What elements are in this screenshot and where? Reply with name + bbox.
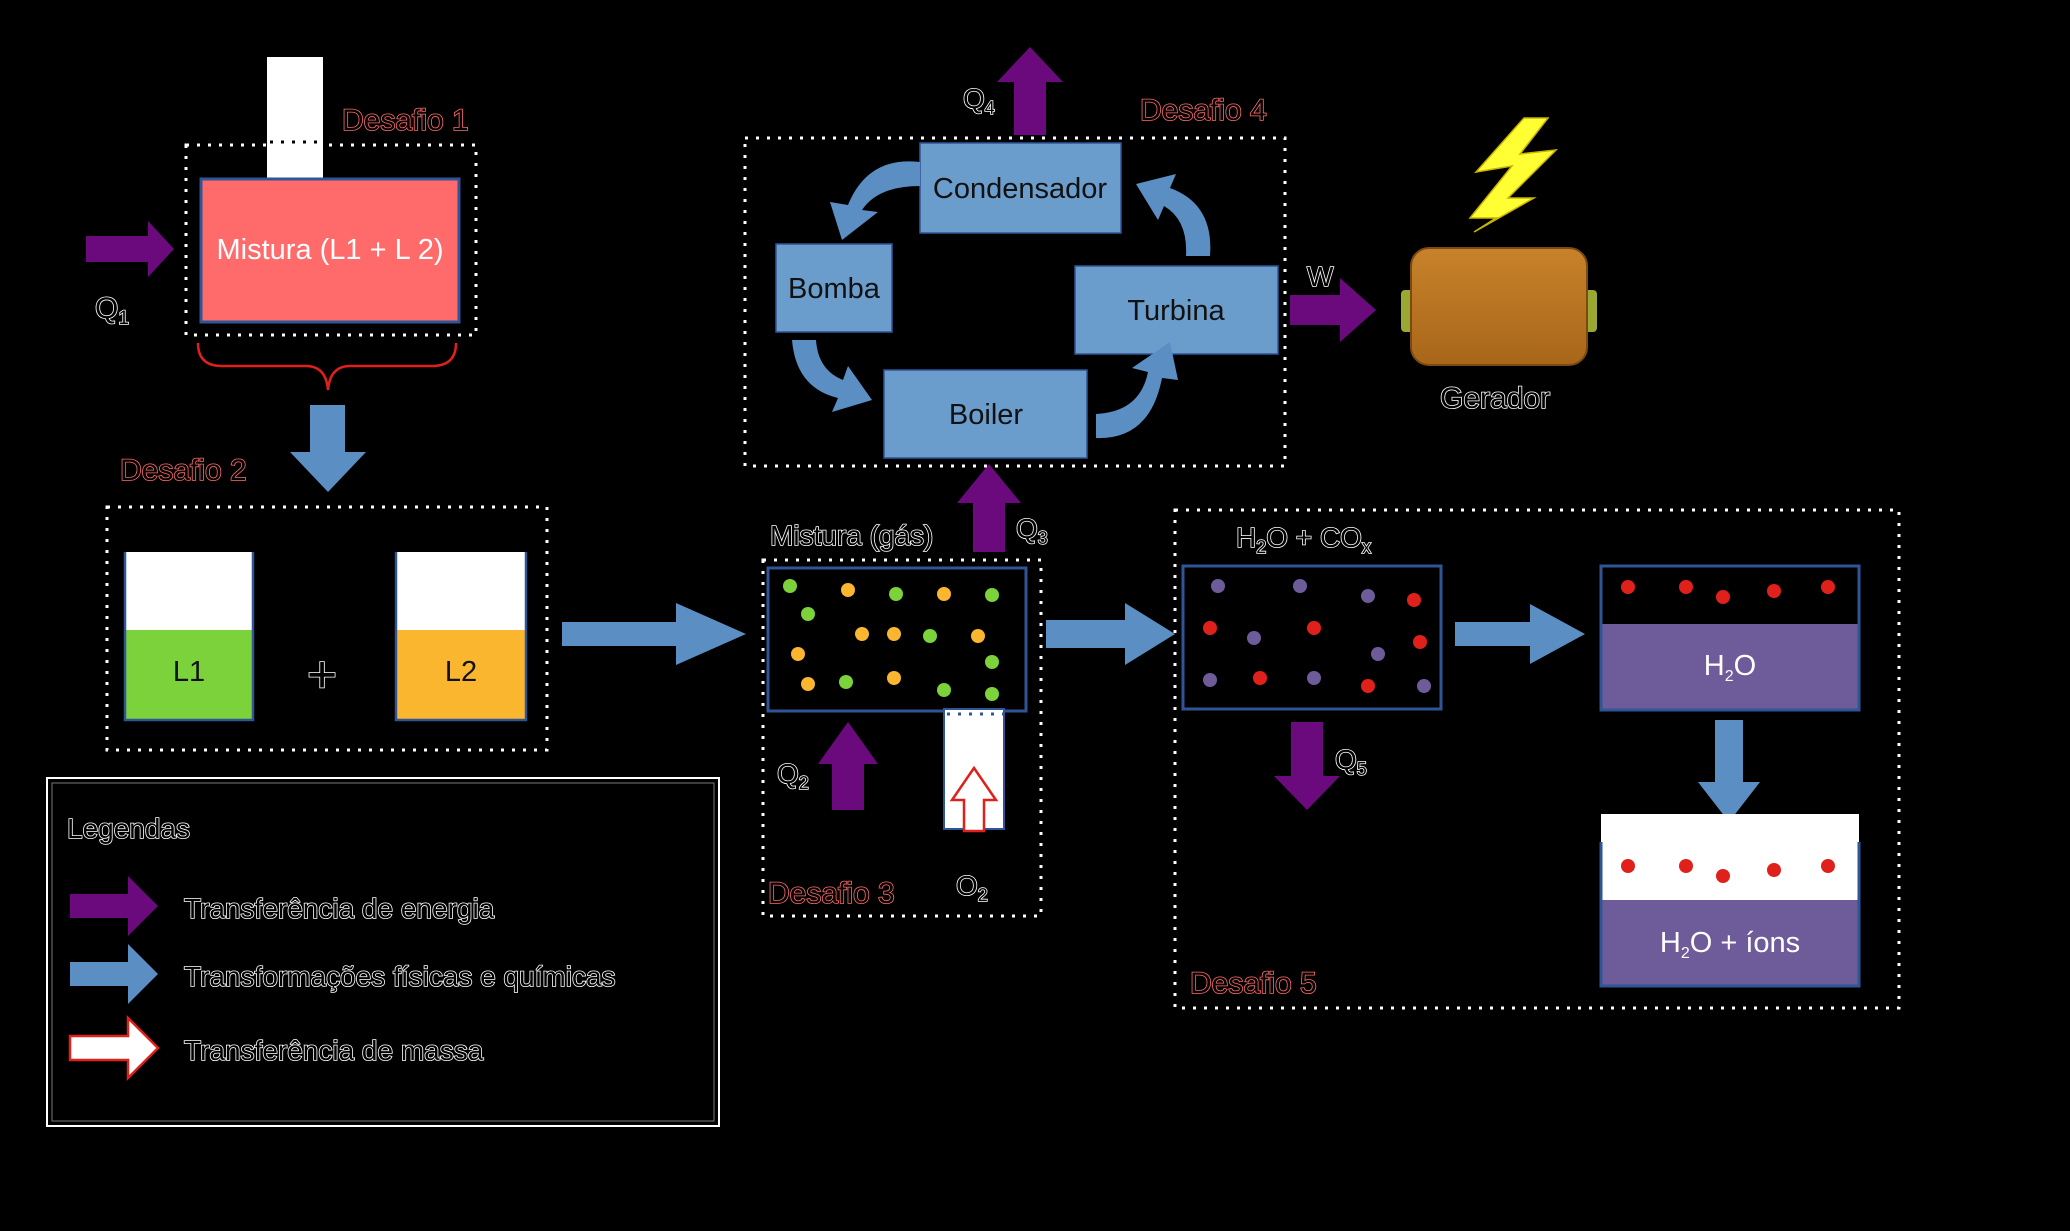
desafio-4-frame: [743, 136, 1287, 468]
desafio-5-group: H2O + COx Q5: [1173, 508, 1901, 1010]
q5-label: Q5: [1335, 744, 1367, 779]
condensador-label: Condensador: [933, 173, 1107, 205]
transform-arrow-down-1: [290, 405, 366, 492]
legend-energy-label: Transferência de energia: [184, 893, 495, 924]
l2-beaker-outline: [394, 552, 528, 722]
mixture-box: [199, 177, 461, 324]
desafio-1-group: Desafio 1 Mistura (L1 + L 2) Q1: [86, 57, 478, 492]
l1-beaker-empty: [125, 552, 253, 630]
products-chamber: [1181, 564, 1443, 711]
gerador-label: Gerador: [1440, 382, 1550, 415]
ion-particles: [1621, 859, 1835, 883]
generator-body: [1410, 247, 1588, 366]
q2-energy-arrow: [818, 722, 878, 810]
product-particles: [1203, 579, 1431, 693]
o2-label: O2: [956, 870, 988, 905]
turbina-label: Turbina: [1127, 295, 1225, 327]
l2-beaker-empty: [396, 552, 526, 630]
bomba-box: [775, 243, 893, 333]
w-energy-arrow: [1290, 278, 1376, 342]
gas-mixture-label: Mistura (gás): [770, 520, 933, 551]
desafio-2-group: Desafio 2 L1 + L2: [105, 453, 746, 752]
ions-beaker-top: [1601, 814, 1859, 900]
desafio-2-frame: [105, 505, 549, 752]
ions-beaker-outline: [1599, 842, 1861, 988]
q4-label: Q4: [963, 83, 995, 118]
legend-energy-arrow: [70, 876, 158, 936]
piston-tube: [267, 57, 323, 181]
transform-arrow-right-3: [1455, 604, 1585, 664]
l2-label: L2: [445, 656, 477, 688]
plus-sign: +: [307, 646, 337, 704]
o2-mass-arrow: [949, 765, 999, 833]
desafio-4-label: Desafio 4: [1140, 94, 1267, 127]
transform-arrow-right-1: [562, 603, 746, 665]
cycle-arrow-turbina-to-condensador: [1136, 174, 1211, 256]
l1-beaker-outline: [123, 552, 255, 722]
legend-frame: [46, 777, 720, 1127]
desafio-5-frame: [1173, 508, 1901, 1010]
l1-label: L1: [173, 656, 205, 688]
gas-particles: [783, 579, 999, 701]
legend-transform-label: Transformações físicas e químicas: [184, 961, 616, 992]
water-beaker-liquid: [1601, 624, 1859, 710]
q3-energy-arrow: [957, 464, 1021, 552]
products-label: H2O + COx: [1236, 522, 1371, 557]
q4-energy-arrow: [997, 47, 1063, 135]
generator-group: Gerador: [1401, 117, 1597, 416]
red-brace: [196, 342, 458, 391]
legend-mass-arrow: [68, 1014, 160, 1082]
water-label: H2O: [1704, 650, 1756, 685]
q1-energy-arrow: [86, 221, 174, 277]
cycle-arrow-boiler-to-turbina: [1096, 342, 1178, 439]
desafio-1-frame: [184, 143, 478, 337]
legend-frame-inner: [51, 782, 715, 1122]
q3-label: Q3: [1016, 513, 1048, 548]
desafio-5-label: Desafio 5: [1190, 967, 1317, 1000]
mixture-label: Mistura (L1 + L 2): [217, 234, 444, 266]
water-vapor-particles: [1621, 580, 1835, 604]
transform-arrow-right-2: [1046, 603, 1175, 665]
desafio-3-group: Mistura (gás) O2 Q2 Desa: [761, 464, 1175, 918]
q2-label: Q2: [777, 758, 809, 793]
ions-label: H2O + íons: [1660, 927, 1800, 962]
desafio-2-label: Desafio 2: [120, 454, 247, 487]
w-label: W: [1307, 261, 1334, 292]
transform-arrow-down-2: [1698, 720, 1760, 822]
desafio-3-label: Desafio 3: [768, 877, 895, 910]
boiler-box: [883, 369, 1088, 459]
legend-title: Legendas: [67, 813, 190, 844]
water-beaker-outline: [1599, 564, 1861, 712]
turbina-box: [1074, 265, 1279, 355]
legend: Legendas Transferência de energia Transf…: [46, 777, 720, 1127]
lightning-icon: [1468, 117, 1559, 233]
l1-beaker-liquid: [125, 630, 253, 720]
cycle-arrow-condensador-to-bomba: [830, 161, 920, 240]
desafio-1-label: Desafio 1: [342, 104, 469, 137]
condensador-box: [919, 142, 1122, 234]
l2-beaker-liquid: [396, 630, 526, 720]
q1-label: Q1: [95, 292, 129, 329]
boiler-label: Boiler: [949, 399, 1023, 431]
legend-mass-label: Transferência de massa: [184, 1035, 484, 1066]
desafio-4-group: Desafio 4 Q4 Condensador Bomba Turbina B…: [743, 47, 1376, 468]
bomba-label: Bomba: [788, 273, 881, 305]
legend-transform-arrow: [70, 944, 158, 1004]
water-beaker-gas: [1601, 566, 1859, 624]
desafio-3-frame: [761, 558, 1043, 918]
q5-energy-arrow: [1274, 722, 1340, 810]
cycle-arrow-bomba-to-boiler: [792, 340, 872, 412]
ions-beaker-liquid: [1601, 900, 1859, 986]
